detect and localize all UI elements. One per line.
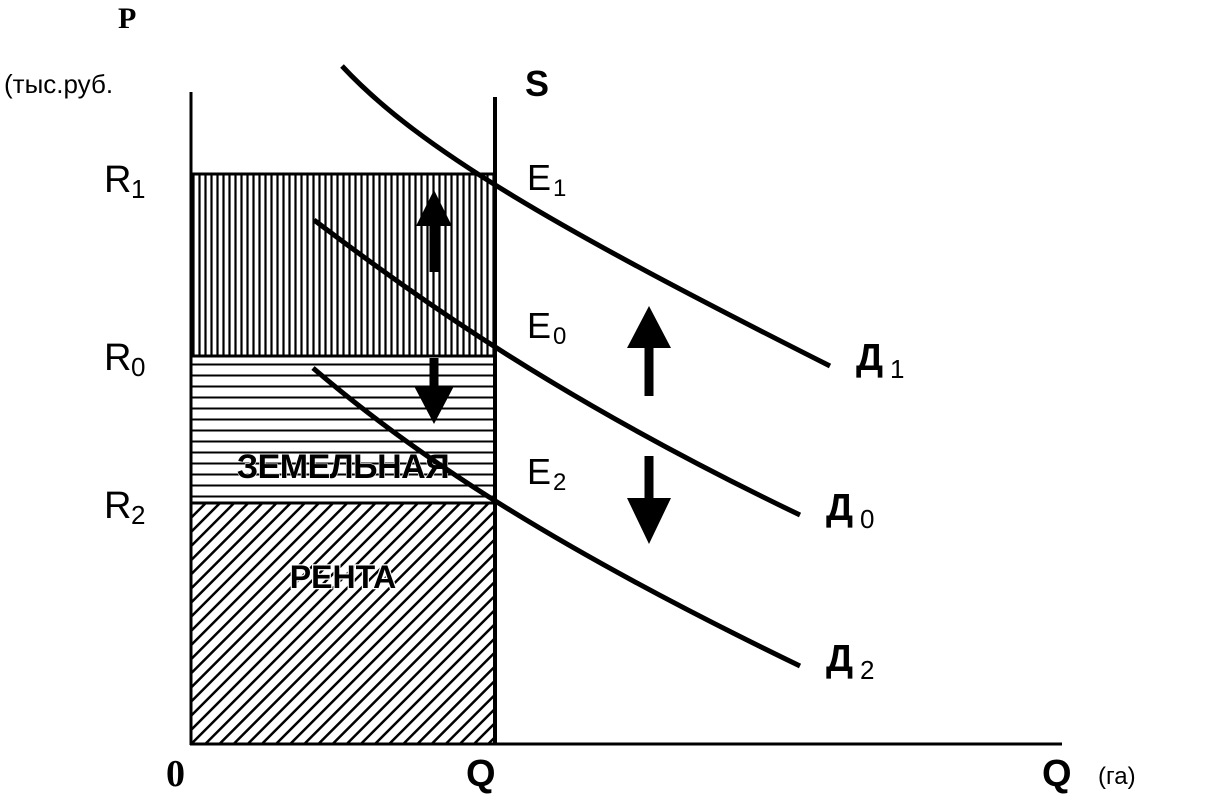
label-d2: Д 2 [826,638,874,685]
svg-text:Д: Д [856,337,883,379]
y-axis-symbol: P [118,2,136,35]
arrow-down-outer [627,456,671,544]
svg-text:2: 2 [860,655,874,685]
svg-text:1: 1 [131,174,145,204]
demand-curve-d2 [311,366,802,669]
rent-area-r0-r2 [192,356,494,503]
svg-text:R: R [104,159,131,201]
label-d1: Д 1 [856,337,904,384]
svg-text:0: 0 [553,323,566,350]
label-r2: R 2 [104,485,145,530]
svg-text:1: 1 [553,175,566,202]
supply-label: S [525,63,549,104]
svg-text:R: R [104,337,131,379]
area-text-line2: РЕНТА [290,559,396,595]
label-r0: R 0 [104,337,145,382]
label-e1: E 1 [527,157,566,202]
label-e2: E 2 [527,451,566,496]
x-axis-symbol: Q [1042,753,1072,795]
svg-text:E: E [527,451,551,492]
demand-curve-d1 [340,64,832,369]
svg-text:R: R [104,485,131,527]
svg-text:2: 2 [131,500,145,530]
svg-text:Д: Д [826,638,853,680]
svg-text:E: E [527,157,551,198]
arrow-up-outer [627,306,671,396]
demand-curve-d0 [312,218,802,518]
svg-text:0: 0 [131,352,145,382]
label-r1: R 1 [104,159,145,204]
label-d0: Д 0 [826,487,874,534]
x-axis-unit: (га) [1098,763,1136,790]
svg-text:Д: Д [826,487,853,529]
arrow-up-inner [416,190,452,272]
svg-text:2: 2 [553,469,566,496]
svg-text:1: 1 [890,354,904,384]
rent-area-r1-r0 [192,173,494,356]
y-axis-unit: (тыс.руб. [4,69,113,99]
quantity-mark: Q [466,753,496,795]
rent-area-below-r2 [192,503,494,743]
arrow-down-inner [414,358,454,424]
origin-label: 0 [166,753,185,795]
svg-text:E: E [527,305,551,346]
svg-text:0: 0 [860,504,874,534]
label-e0: E 0 [527,305,566,350]
area-text-line1: ЗЕМЕЛЬНАЯ [237,448,449,486]
